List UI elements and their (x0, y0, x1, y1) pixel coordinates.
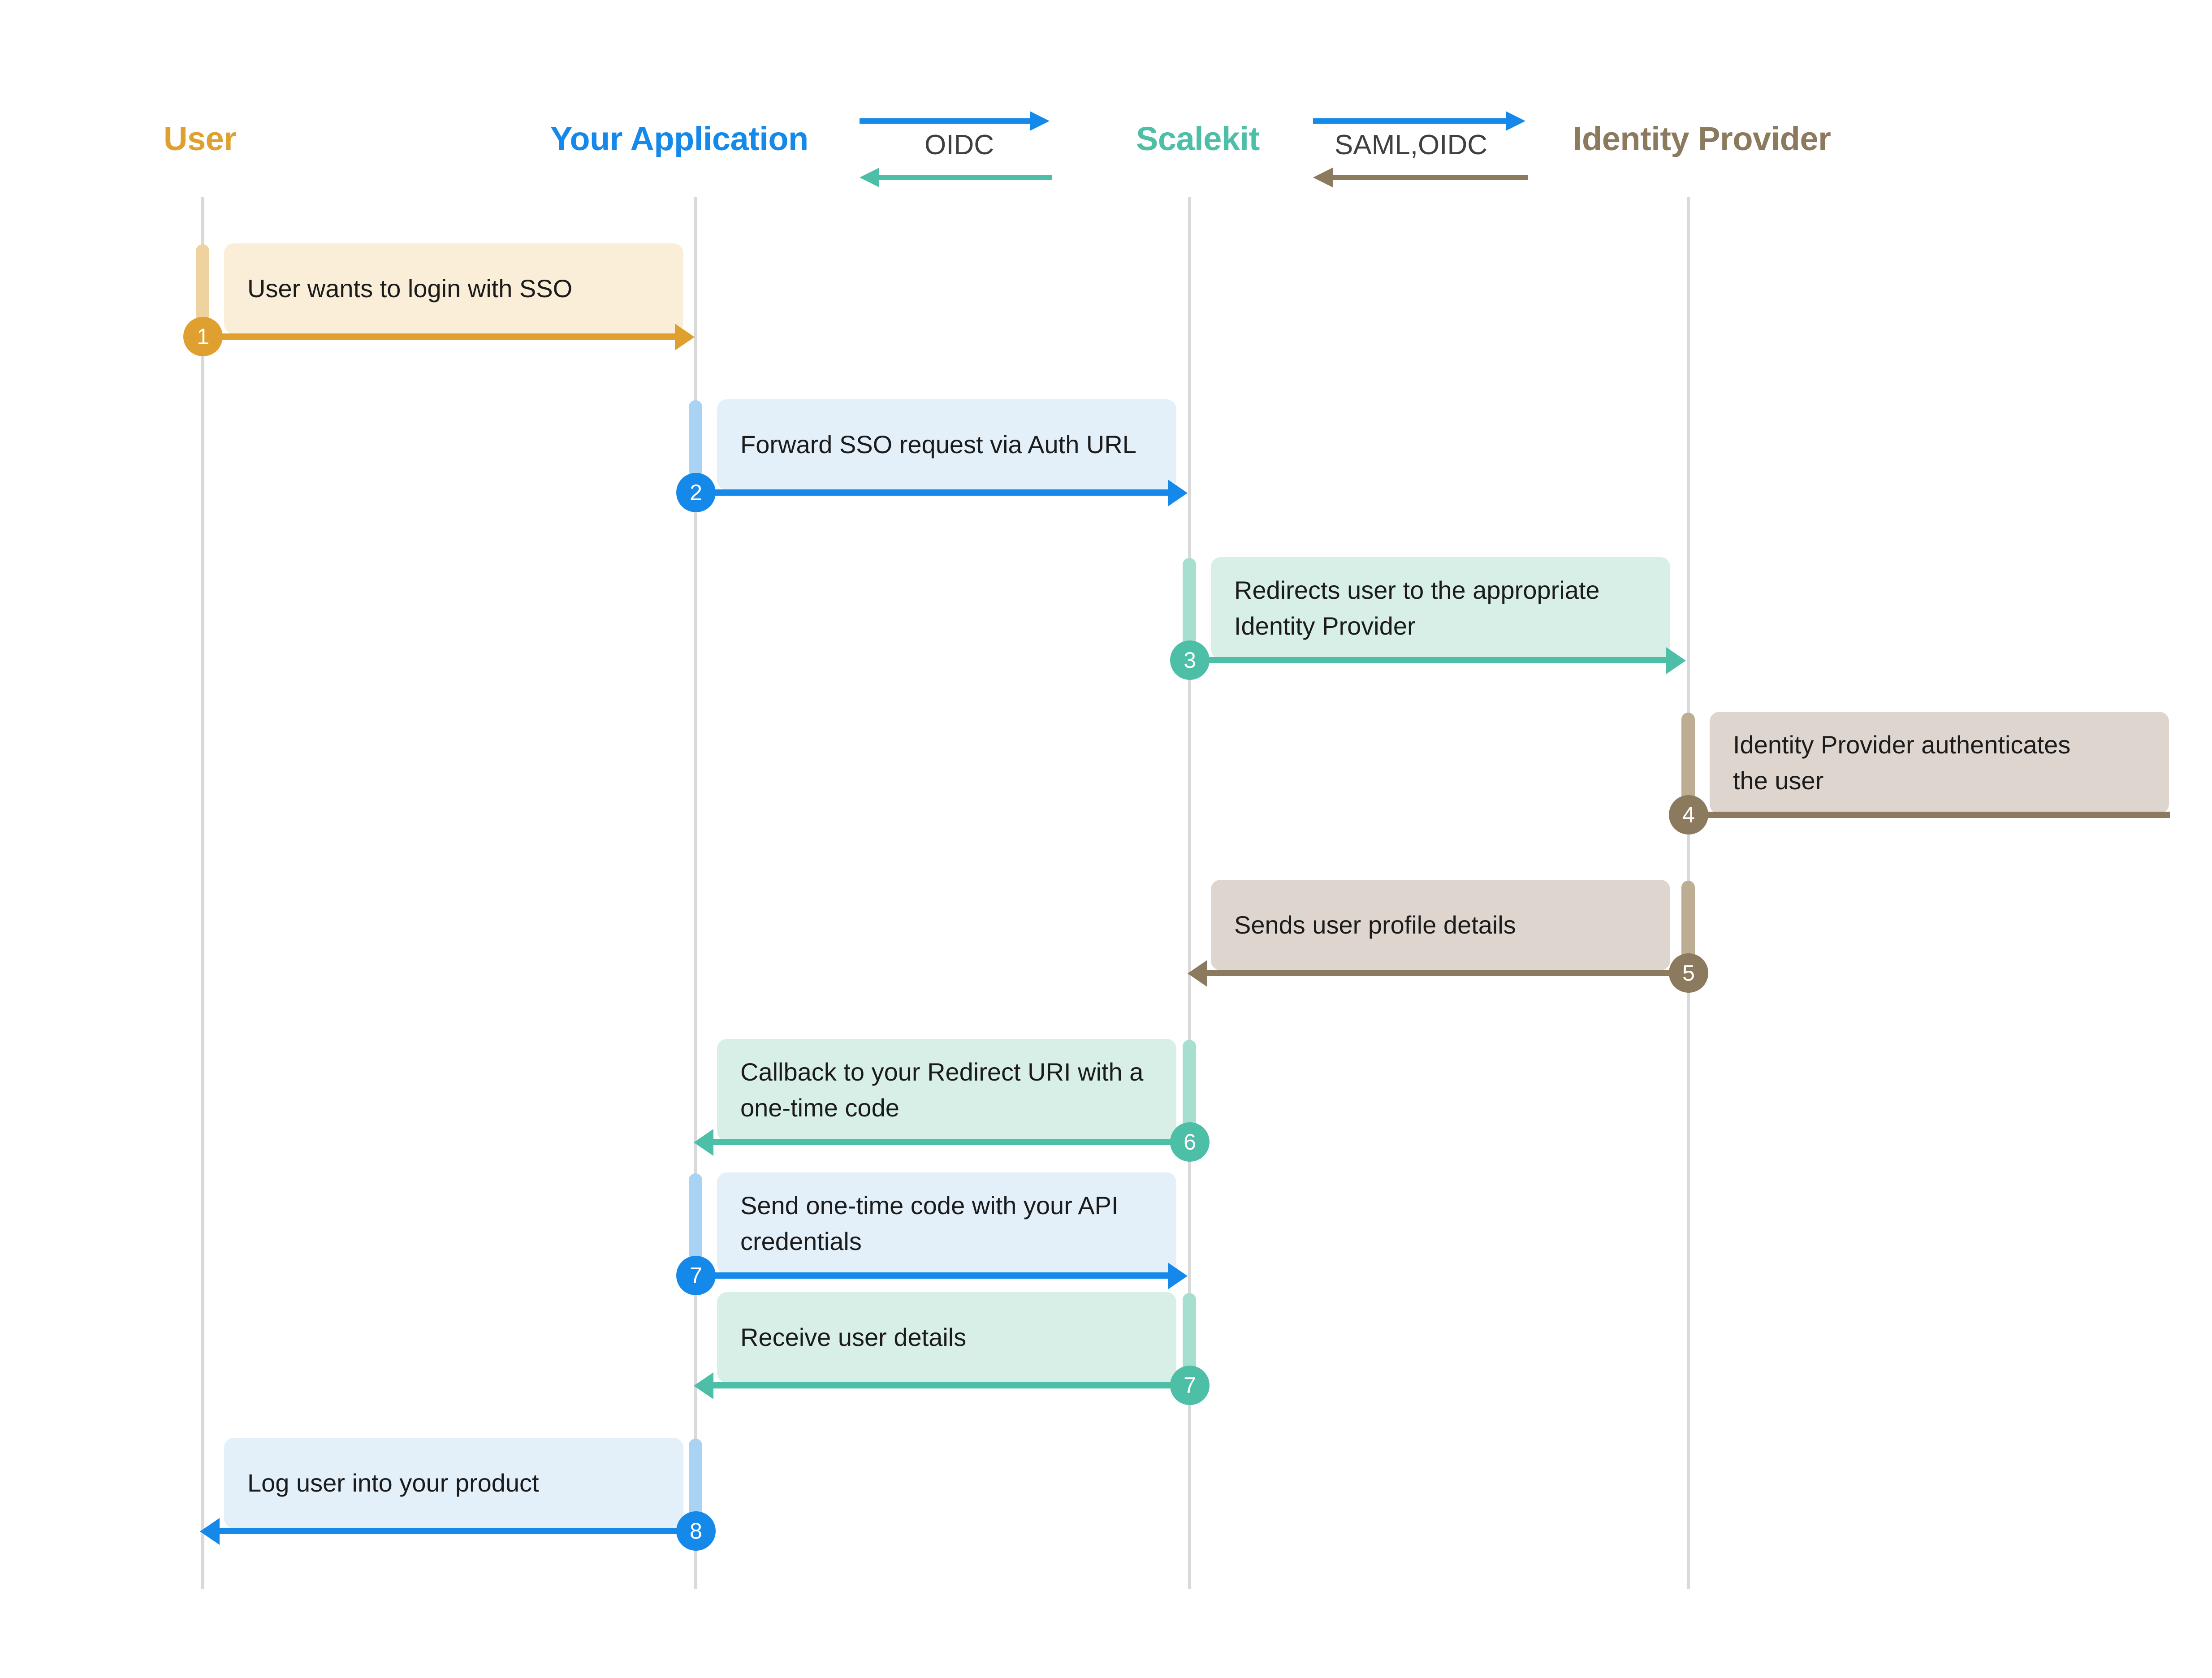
message-line-step-6 (713, 1139, 1191, 1145)
message-box-step-7b: Receive user details (717, 1292, 1176, 1383)
message-text-step-7b: Receive user details (740, 1323, 967, 1352)
message-arrowhead-step-2 (1168, 480, 1188, 506)
step-badge-2: 2 (676, 473, 716, 512)
step-badge-3: 3 (1170, 640, 1210, 680)
message-line-step-4 (1688, 812, 2170, 818)
step-badge-8: 8 (676, 1511, 716, 1551)
message-box-step-2: Forward SSO request via Auth URL (717, 399, 1176, 490)
message-arrowhead-step-7a (1168, 1263, 1188, 1289)
message-line-step-8 (220, 1528, 696, 1534)
step-badge-5: 5 (1669, 953, 1708, 993)
message-text-step-5: Sends user profile details (1234, 911, 1516, 939)
message-line-step-3 (1189, 657, 1669, 663)
lifeline-scalekit (1188, 197, 1191, 1589)
participant-label-identity-provider: Identity Provider (1573, 120, 1831, 157)
message-box-step-5: Sends user profile details (1211, 880, 1670, 970)
message-line-step-7a (696, 1272, 1171, 1279)
message-box-step-8: Log user into your product (224, 1438, 683, 1528)
participant-label-user: User (164, 120, 237, 157)
message-text-step-7a: Send one-time code with your API credent… (740, 1191, 1119, 1255)
message-text-step-8: Log user into your product (247, 1469, 539, 1497)
saml-oidc-label: SAML,OIDC (1335, 130, 1488, 160)
message-arrowhead-step-5 (1188, 960, 1207, 987)
message-box-step-6: Callback to your Redirect URI with a one… (717, 1039, 1176, 1141)
lifeline-user (201, 197, 204, 1589)
message-arrowhead-step-8 (200, 1518, 220, 1545)
message-arrowhead-step-1 (675, 324, 695, 350)
message-arrowhead-step-6 (694, 1129, 713, 1156)
participant-label-scalekit: Scalekit (1136, 120, 1260, 157)
message-text-step-1: User wants to login with SSO (247, 274, 573, 303)
message-box-step-1: User wants to login with SSO (224, 243, 683, 334)
participant-label-your-application: Your Application (550, 120, 808, 157)
message-box-step-7a: Send one-time code with your API credent… (717, 1172, 1176, 1275)
message-line-step-7b (713, 1382, 1191, 1388)
message-line-step-1 (203, 333, 678, 340)
step-badge-6: 6 (1170, 1122, 1210, 1162)
message-arrowhead-step-3 (1666, 647, 1686, 674)
step-badge-7b: 7 (1170, 1366, 1210, 1405)
message-box-step-3: Redirects user to the appropriate Identi… (1211, 557, 1670, 659)
step-badge-1: 1 (183, 317, 223, 356)
message-box-step-4: Identity Provider authenticates the user (1710, 712, 2169, 814)
message-text-step-6: Callback to your Redirect URI with a one… (740, 1058, 1144, 1122)
message-line-step-5 (1207, 970, 1689, 976)
step-badge-4: 4 (1669, 795, 1708, 835)
message-text-step-3: Redirects user to the appropriate Identi… (1234, 576, 1600, 640)
step-badge-7a: 7 (676, 1256, 716, 1295)
message-text-step-2: Forward SSO request via Auth URL (740, 430, 1136, 459)
message-arrowhead-step-7b (694, 1372, 713, 1399)
lifeline-your-application (694, 197, 697, 1589)
oidc-label: OIDC (925, 130, 994, 160)
message-text-step-4: Identity Provider authenticates the user (1733, 731, 2071, 795)
message-line-step-2 (696, 489, 1171, 496)
